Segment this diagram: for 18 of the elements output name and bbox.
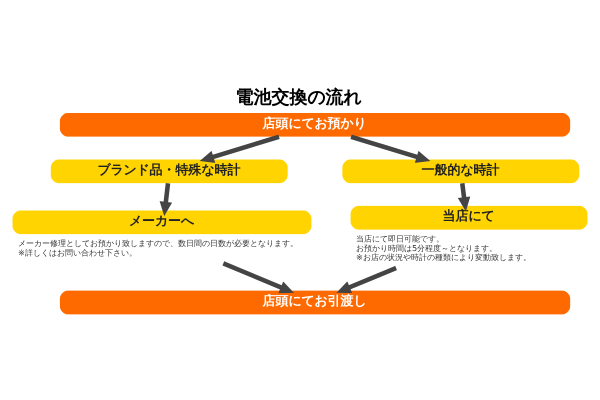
arrow [350, 134, 430, 163]
node-box: メーカーへ [12, 210, 312, 234]
arrow [200, 134, 280, 163]
node-label: お預かり時間は5分程度～となります。 [356, 242, 498, 253]
arrow [160, 183, 172, 216]
node-label: 当店にて即日可能です。 [356, 234, 444, 244]
node-label: メーカー修理としてお預かり致しますので、数日間の日数が必要となります。 [18, 238, 298, 248]
node-box: 一般的な時計 [342, 159, 580, 184]
arrow [336, 266, 397, 294]
diagram-title: 電池交換の流れ [235, 86, 362, 108]
node-box: ブランド品・特殊な時計 [50, 159, 288, 184]
node-box: 当店にて [350, 206, 588, 230]
node-label: ※お店の状況や時計の種類により変動致します。 [356, 252, 531, 262]
arrow [222, 261, 294, 294]
node-box: 店頭にてお引渡し [60, 290, 570, 314]
node-box: 店頭にてお預かり [60, 112, 570, 137]
node-label: ※詳しくはお問い合わせ下さい。 [18, 247, 137, 258]
arrow [458, 183, 470, 212]
